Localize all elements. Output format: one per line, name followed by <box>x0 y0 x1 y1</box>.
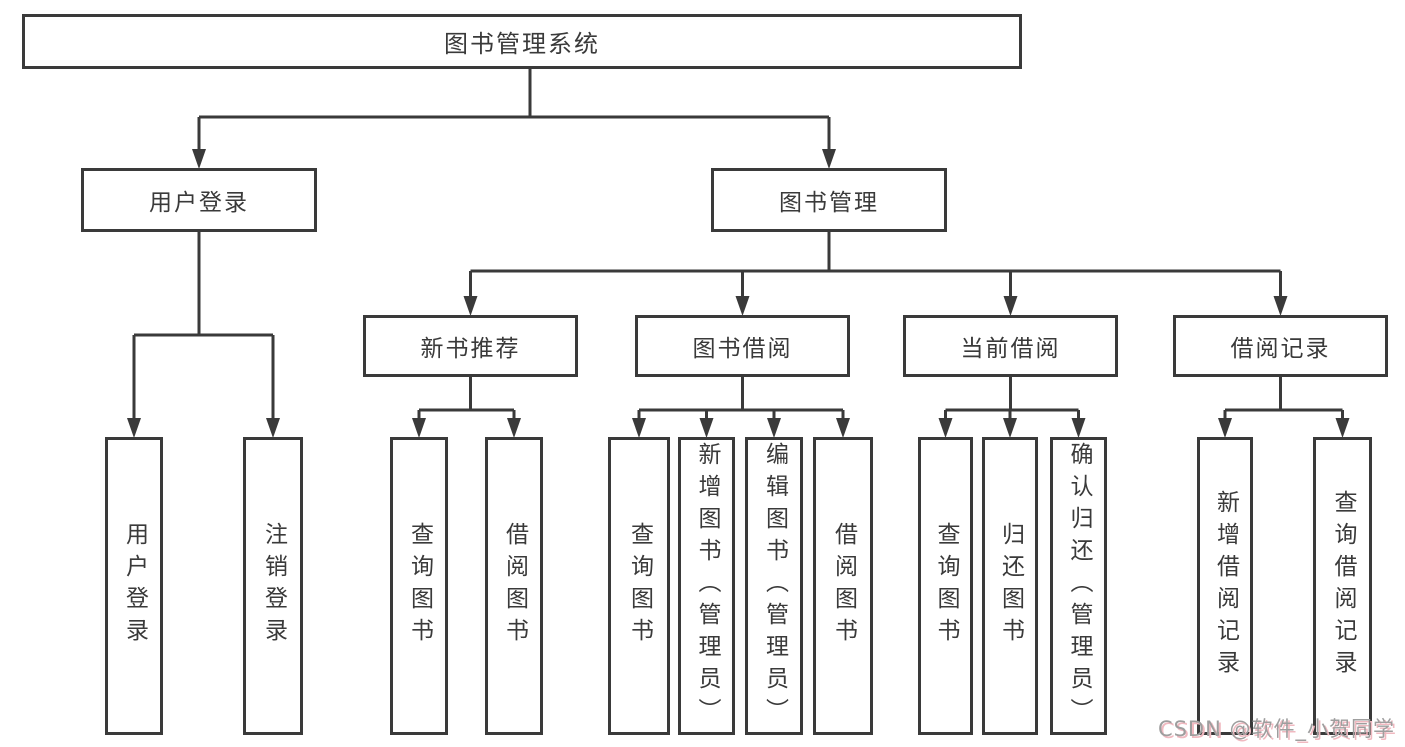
edge-user-login-split <box>132 232 275 432</box>
arrowhead <box>412 418 426 438</box>
arrowhead <box>1003 296 1018 316</box>
leaf-logout: 注销登录 <box>243 437 303 735</box>
arrowhead <box>192 149 206 169</box>
leaf-recommend-borrow-books: 借阅图书 <box>485 437 543 735</box>
arrowhead <box>266 418 280 438</box>
watermark-text: CSDN @软件_小贺同学 <box>1157 717 1395 741</box>
edge-book-mgmt-split <box>469 232 1282 312</box>
arrowhead <box>1003 418 1017 438</box>
edge-borrow-records-split <box>1223 377 1344 432</box>
leaf-current-confirm-return-admin: 确认归还（管理员） <box>1050 437 1107 735</box>
arrowhead <box>1218 418 1232 438</box>
node-current-borrow: 当前借阅 <box>903 315 1118 377</box>
arrowhead <box>767 418 781 438</box>
arrowhead <box>1071 418 1086 438</box>
leaf-borrow-query-books: 查询图书 <box>608 437 670 735</box>
arrowhead <box>822 149 836 169</box>
arrowhead <box>735 296 750 316</box>
node-user-login: 用户登录 <box>81 168 317 232</box>
arrowhead <box>632 418 646 438</box>
arrowhead <box>127 418 141 438</box>
arrowhead <box>507 418 521 438</box>
edge-root-split <box>197 69 831 164</box>
node-borrow-records: 借阅记录 <box>1173 315 1388 377</box>
leaf-borrow-borrow-books: 借阅图书 <box>813 437 873 735</box>
arrowhead <box>1335 418 1350 438</box>
edge-new-book-split <box>417 377 516 432</box>
node-new-book-recommend: 新书推荐 <box>363 315 578 377</box>
node-book-borrow: 图书借阅 <box>635 315 850 377</box>
edge-book-borrow-split <box>637 377 845 432</box>
arrowhead <box>1273 296 1288 316</box>
leaf-borrow-add-books-admin: 新增图书（管理员） <box>678 437 735 735</box>
leaf-records-query-record: 查询借阅记录 <box>1313 437 1372 735</box>
leaf-user-login: 用户登录 <box>105 437 163 735</box>
leaf-current-query-books: 查询图书 <box>918 437 973 735</box>
arrowhead <box>836 418 850 438</box>
leaf-records-add-record: 新增借阅记录 <box>1197 437 1253 735</box>
leaf-recommend-query-books: 查询图书 <box>390 437 448 735</box>
arrowhead <box>938 418 953 438</box>
arrowhead <box>699 418 714 438</box>
leaf-current-return-books: 归还图书 <box>982 437 1038 735</box>
node-library-system: 图书管理系统 <box>22 14 1022 69</box>
arrowhead <box>463 296 478 316</box>
leaf-borrow-edit-books-admin: 编辑图书（管理员） <box>745 437 803 735</box>
node-book-management: 图书管理 <box>711 168 947 232</box>
